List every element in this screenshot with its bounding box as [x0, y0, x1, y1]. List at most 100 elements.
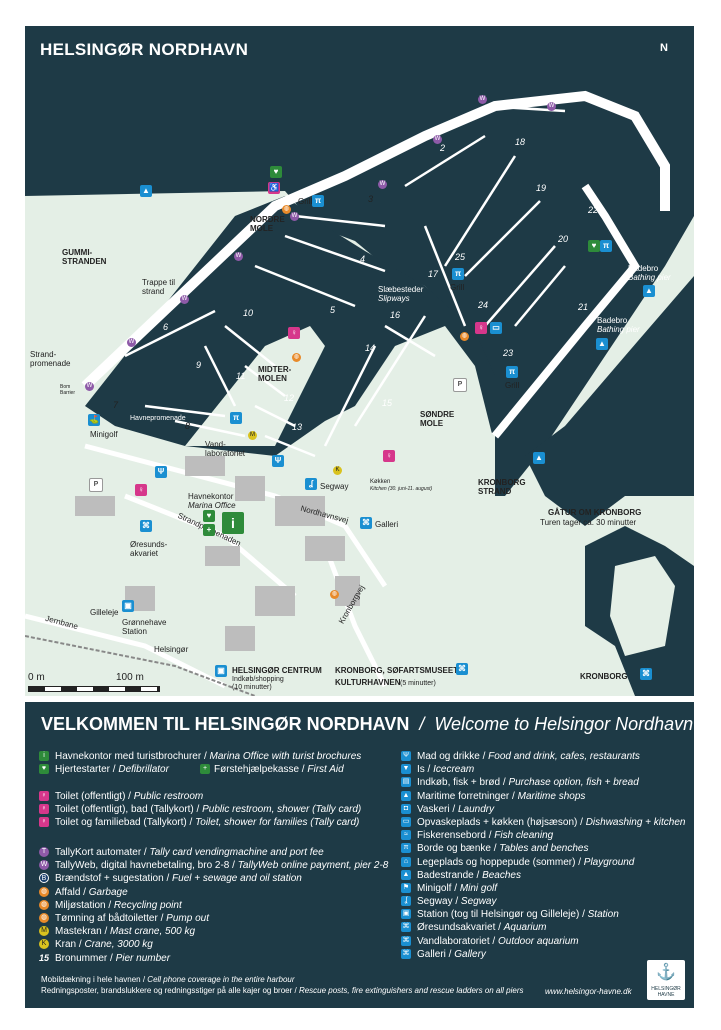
aquarium-icon[interactable]: ⌘ [456, 663, 468, 675]
info-icon: i [39, 751, 49, 761]
legend-item: ⌘Galleri / Gallery [401, 948, 486, 960]
aquarium-icon[interactable]: ⌘ [140, 520, 152, 532]
pier-number: 14 [365, 343, 376, 353]
label-gronnehave: Grønnehave Station [122, 618, 167, 636]
beach-icon: ▲ [643, 285, 655, 297]
toilet-icon[interactable]: ♀ [288, 327, 300, 339]
info-icon[interactable]: i [222, 512, 244, 534]
legend-first-aid: +Førstehjælpekasse / First Aid [200, 763, 344, 776]
tallyweb-icon[interactable]: W [290, 212, 299, 221]
beach-icon: ▲ [596, 338, 608, 350]
legend-item: ▭Opvaskeplads + køkken (højsæson) / Dish… [401, 816, 686, 828]
minigolf-icon: ⚑ [401, 882, 411, 893]
food-icon[interactable]: Ψ [272, 455, 284, 467]
beach-icon: ▲ [533, 452, 545, 464]
legend-item: ◍Tømning af bådtoiletter / Pump out [39, 912, 209, 924]
legend-item: ⌘Øresundsakvariet / Aquarium [401, 922, 547, 934]
station-icon[interactable]: ▣ [122, 600, 134, 612]
tallyweb-icon[interactable]: W [547, 102, 556, 111]
legend-item: ⚑Minigolf / Mini golf [401, 882, 498, 894]
pier-number: 20 [558, 234, 569, 244]
pier-number: 11 [236, 371, 246, 381]
gallery-icon[interactable]: ⌘ [360, 517, 372, 529]
aquarium-icon: ⌘ [401, 922, 411, 933]
heart-icon: ♥ [39, 764, 49, 775]
first-aid-icon[interactable]: + [203, 524, 215, 536]
heart-icon[interactable]: ♥ [203, 510, 215, 522]
table-icon[interactable]: π [312, 195, 324, 207]
pier-number: 22 [588, 205, 599, 215]
area-gummistranden: GUMMI- STRANDEN [62, 248, 107, 266]
legend-item: ◍Miljøstation / Recycling point [39, 899, 182, 911]
table-icon[interactable]: π [452, 268, 464, 280]
segway-icon[interactable]: ʆ [305, 478, 317, 490]
legend-title: VELKOMMEN TIL HELSINGØR NORDHAVN / Welco… [41, 714, 694, 734]
website-link[interactable]: www.helsingor-havne.dk [545, 987, 632, 996]
tallyweb-icon[interactable]: W [478, 95, 487, 104]
toilet-icon[interactable]: ♀ [383, 450, 395, 462]
kitchen-icon[interactable]: ▭ [490, 322, 502, 334]
label-kulturhavnen: KULTURHAVNEN [335, 678, 401, 687]
pier-number: 24 [478, 300, 489, 310]
heart-icon[interactable]: ♥ [588, 240, 600, 252]
sea-water [25, 26, 694, 496]
pier-number: 9 [196, 360, 202, 370]
icecream-icon: ▼ [401, 764, 411, 775]
station-icon[interactable]: ▣ [215, 665, 227, 677]
parking-icon: P [453, 378, 467, 392]
food-icon[interactable]: Ψ [155, 466, 167, 478]
label-segway: Segway [320, 482, 349, 491]
station-icon: ▣ [401, 909, 411, 920]
label-bathing-pier-2: Bathing pier [597, 325, 640, 334]
recycle-icon: ◍ [330, 590, 339, 599]
table-icon[interactable]: π [600, 240, 612, 252]
minigolf-icon[interactable]: ⛳ [88, 414, 100, 426]
scale-bar [28, 686, 160, 692]
tallyweb-icon[interactable]: W [85, 382, 94, 391]
family-icon[interactable]: ♿ [268, 182, 280, 194]
garbage-icon: ◍ [39, 886, 49, 897]
garbage-icon: ◍ [292, 353, 301, 362]
pier-number: 23 [503, 348, 514, 358]
east-water [525, 276, 694, 526]
kitchen-icon: ▭ [401, 816, 411, 827]
tallyweb-icon[interactable]: W [378, 180, 387, 189]
label-gilleleje: Gilleleje [90, 608, 119, 617]
area-nordre-mole: NORDRE MOLE [250, 215, 285, 233]
pier-number: 5 [330, 305, 336, 315]
buildings [75, 456, 360, 651]
legend-item: ≈Fiskerensebord / Fish cleaning [401, 829, 685, 842]
legend-item: ▼Is / Icecream [401, 764, 475, 776]
area-kronborg: KRONBORG [580, 672, 628, 681]
north-arrow-icon: N [660, 42, 668, 54]
crane-icon: K [39, 939, 49, 950]
tallyweb-icon[interactable]: W [433, 135, 442, 144]
table-icon[interactable]: π [230, 412, 242, 424]
east-breakwater [491, 183, 640, 439]
label-helsingor: Helsingør [154, 645, 189, 654]
aquarium-icon[interactable]: ⌘ [640, 668, 652, 680]
legend-item: ▲Badestrande / Beaches [401, 869, 521, 881]
toilet-icon[interactable]: ♀ [135, 484, 147, 496]
tallyweb-icon[interactable]: W [180, 295, 189, 304]
maritime-icon: ▲ [401, 790, 411, 801]
mast-icon: M [39, 926, 49, 937]
legend-item: ♀Toilet og familiebad (Tallykort) / Toil… [39, 816, 361, 829]
tallyweb-icon[interactable]: W [234, 252, 243, 261]
label-strandpromenade: Strand- promenade [30, 350, 71, 368]
heart-icon[interactable]: ♥ [270, 166, 282, 178]
shower-icon[interactable]: ♀ [475, 322, 487, 334]
table-icon[interactable]: π [506, 366, 518, 378]
label-bathing-pier-1: Bathing pier [628, 273, 671, 282]
legend-item: ♀Toilet (offentligt), bad (Tallykort) / … [39, 803, 361, 816]
tallyweb-icon[interactable]: W [127, 338, 136, 347]
pier-number: 8 [185, 421, 191, 431]
food-icon: Ψ [401, 751, 411, 761]
anchor-icon: ⚓ [656, 964, 676, 981]
